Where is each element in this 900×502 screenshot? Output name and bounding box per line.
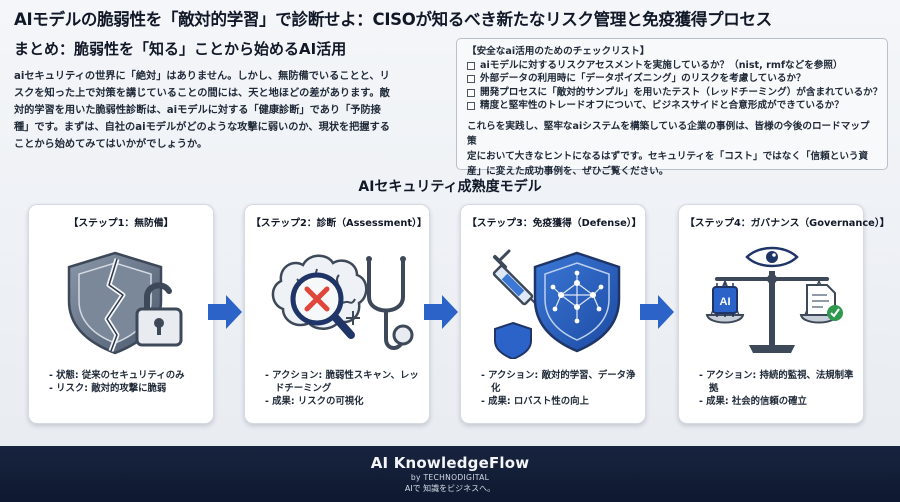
footer-by: by TECHNODIGITAL <box>410 473 490 482</box>
step-bullet: 状態: 従来のセキュリティのみ <box>49 369 205 382</box>
small-shield-icon <box>494 321 532 359</box>
magnifier-icon <box>290 272 360 339</box>
checklist-item-label: 外部データの利用時に「データポイズニング」のリスクを考慮しているか？ <box>480 73 806 85</box>
checkbox[interactable] <box>467 88 475 97</box>
checklist-items: aiモデルに対するリスクアセスメントを実施しているか？（nist, rmfなどを… <box>467 59 883 113</box>
checklist-item[interactable]: 精度と堅牢性のトレードオフについて、ビジネスサイドと合意形成ができているか？ <box>467 99 879 112</box>
step-bullets: 状態: 従来のセキュリティのみ リスク: 敵対的攻撃に脆弱 <box>49 369 205 395</box>
checklist-item[interactable]: 開発プロセスに「敵対的サンプル」を用いたテスト（レッドチーミング）が含まれている… <box>467 86 883 99</box>
ai-chip-icon: AI <box>712 283 738 317</box>
step-card-4: 【ステップ4：ガバナンス（Governance）】 AI <box>678 204 890 424</box>
ai-chip-label: AI <box>720 296 731 308</box>
summary-line: aiセキュリティの世界に「絶対」はありません。しかし、無防備でいることと、リ <box>14 71 390 82</box>
checklist-item[interactable]: aiモデルに対するリスクアセスメントを実施しているか？（nist, rmfなどを… <box>467 59 879 72</box>
step-bullets: アクション: 持続的監視、法規制準拠 成果: 社会的信頼の確立 <box>699 369 855 408</box>
footer-brand: AI KnowledgeFlow <box>370 454 530 472</box>
stethoscope-icon <box>366 256 414 350</box>
checklist-item-label: aiモデルに対するリスクアセスメントを実施しているか？（nist, rmfなどを… <box>480 60 843 71</box>
step-bullets: アクション: 敵対的学習、データ浄化 成果: ロバスト性の向上 <box>481 369 637 408</box>
step-bullet: リスク: 敵対的攻撃に脆弱 <box>49 382 205 395</box>
step-bullet: 成果: ロバスト性の向上 <box>481 395 637 408</box>
step-2-illustration <box>271 254 414 350</box>
step-card-1: 【ステップ1：無防備】 状態: 従来のセキュリティのみ リスク: 敵対的攻撃に脆… <box>28 204 214 424</box>
neural-shield-icon <box>533 251 621 353</box>
summary-line: スクを知った上で対策を講じていることの間には、天と地ほどの差があります。敵 <box>14 88 390 99</box>
step-card-2: 【ステップ2：診断（Assessment）】 アクション: 脆弱性スキャン、レッ… <box>244 204 430 424</box>
step-4-illustration: AI <box>705 246 843 353</box>
page-title: AIモデルの脆弱性を「敵対的学習」で診断せよ：CISOが知るべき新たなリスク管理… <box>14 10 772 29</box>
step-card-3: 【ステップ3：免疫獲得（Defense）】 <box>460 204 646 424</box>
checklist-item-label: 開発プロセスに「敵対的サンプル」を用いたテスト（レッドチーミング）が含まれている… <box>480 86 883 98</box>
summary-body: aiセキュリティの世界に「絶対」はありません。しかし、無防備でいることと、リ ス… <box>14 68 454 153</box>
checkbox[interactable] <box>467 75 475 84</box>
step-bullet: 成果: 社会的信頼の確立 <box>699 395 855 408</box>
checklist-note-line: 産」に変えた成功事例を、ぜひご覧ください。 <box>467 165 669 177</box>
summary-line: 種」です。まずは、自社のaiモデルがどのような攻撃に弱いのか、現状を把握する <box>14 122 390 133</box>
step-bullet: 成果: リスクの可視化 <box>265 395 421 408</box>
checkbox[interactable] <box>467 101 475 110</box>
diagram-title: AIセキュリティ成熟度モデル <box>358 179 542 195</box>
checklist-box: 【安全なai活用のためのチェックリスト】 aiモデルに対するリスクアセスメントを… <box>456 38 888 177</box>
syringe-icon <box>492 249 544 312</box>
step-title: 【ステップ4：ガバナンス（Governance）】 <box>685 218 890 229</box>
checklist-note-line: これらを実践し、堅牢なaiシステムを構築している企業の事例は、皆様の今後のロード… <box>467 120 870 147</box>
summary-line: ことから始めてみてはいかがでしょうか。 <box>14 139 208 150</box>
footer: AI KnowledgeFlow by TECHNODIGITAL AIで 知識… <box>0 446 900 502</box>
step-1-illustration <box>67 251 183 355</box>
step-bullet: アクション: 脆弱性スキャン、レッドチーミング <box>265 369 421 395</box>
checklist-note-line: 定において大きなヒントになるはずです。セキュリティを「コスト」ではなく「信頼とい… <box>467 150 869 162</box>
step-title: 【ステップ2：診断（Assessment）】 <box>251 218 427 229</box>
step-title: 【ステップ1：無防備】 <box>68 218 174 229</box>
right-arrow-icon <box>424 295 458 329</box>
checklist-note: これらを実践し、堅牢なaiシステムを構築している企業の事例は、皆様の今後のロード… <box>467 119 879 179</box>
step-title: 【ステップ3：免疫獲得（Defense）】 <box>467 218 642 229</box>
summary-title: まとめ：脆弱性を「知る」ことから始めるAI活用 <box>14 40 347 58</box>
checkbox[interactable] <box>467 61 475 70</box>
right-arrow-icon <box>208 295 242 329</box>
checklist-item[interactable]: 外部データの利用時に「データポイズニング」のリスクを考慮しているか？ <box>467 72 879 85</box>
step-bullets: アクション: 脆弱性スキャン、レッドチーミング 成果: リスクの可視化 <box>265 369 421 408</box>
step-bullet: アクション: 持続的監視、法規制準拠 <box>699 369 855 395</box>
step-3-illustration <box>492 249 621 359</box>
checklist-title: 【安全なai活用のためのチェックリスト】 <box>467 46 650 57</box>
checklist-item-label: 精度と堅牢性のトレードオフについて、ビジネスサイドと合意形成ができているか？ <box>480 100 844 112</box>
summary-line: 対的学習を用いた脆弱性診断は、aiモデルに対する「健康診断」であり「予防接 <box>14 105 381 116</box>
open-padlock-icon <box>135 282 183 347</box>
document-check-icon <box>806 284 843 321</box>
footer-tagline: AIで 知識をビジネスへ。 <box>404 484 496 493</box>
right-arrow-icon <box>640 295 674 329</box>
step-bullet: アクション: 敵対的学習、データ浄化 <box>481 369 637 395</box>
eye-icon <box>745 246 799 268</box>
